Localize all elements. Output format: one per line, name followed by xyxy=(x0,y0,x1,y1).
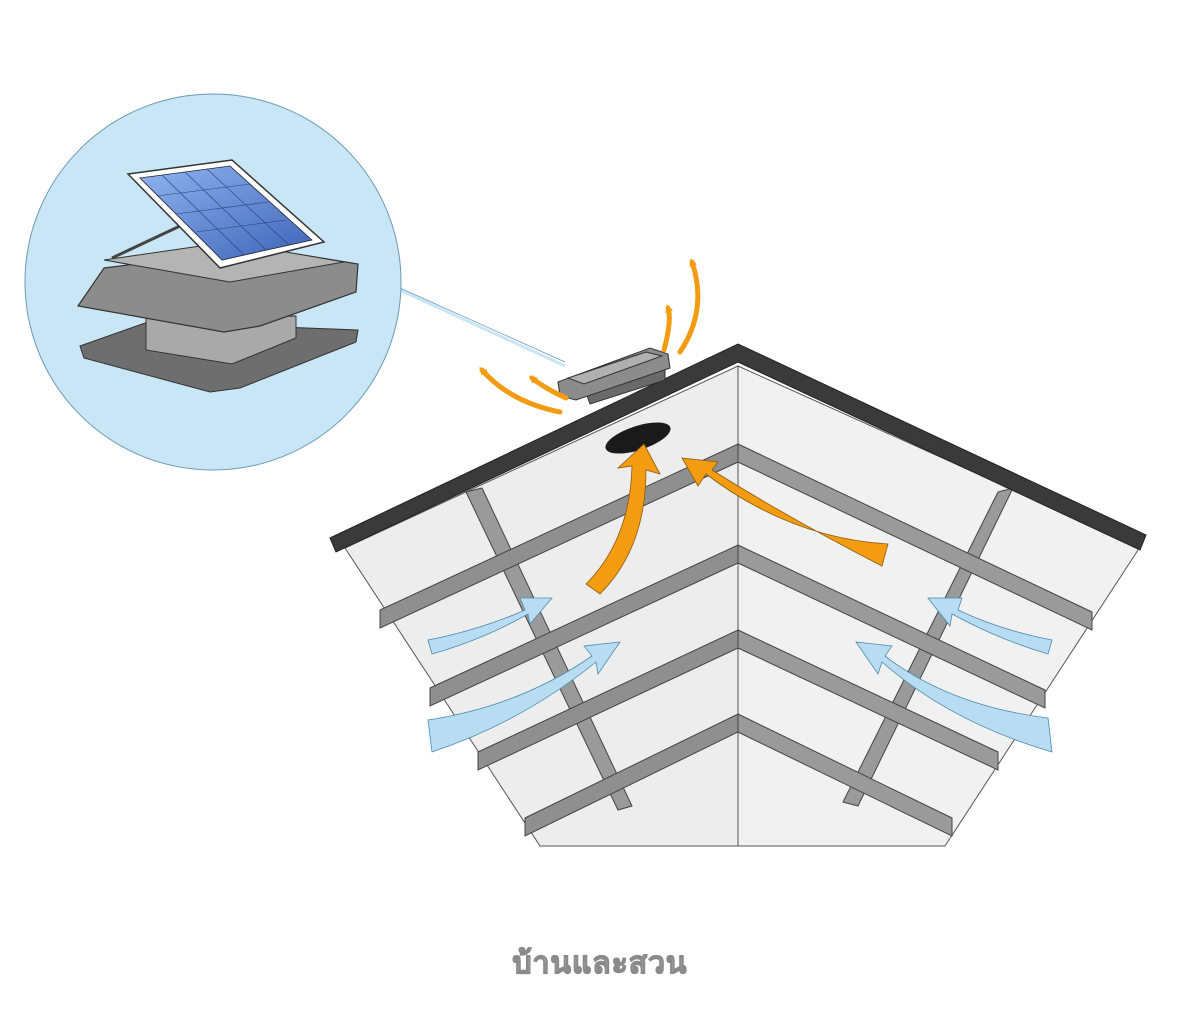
cool-air-arrows xyxy=(427,597,1053,753)
vent-opening xyxy=(605,422,671,454)
panel-arm xyxy=(111,224,181,260)
purlin-right-3 xyxy=(737,629,999,771)
solar-panel-grid xyxy=(156,168,290,256)
cool-arrow-right-1 xyxy=(927,597,1053,655)
purlin-right-4 xyxy=(737,713,953,837)
hot-arrow-right xyxy=(681,457,889,567)
exhaust-arrows xyxy=(479,258,701,415)
callout-line xyxy=(399,288,566,368)
exhaust-arrow-3 xyxy=(661,304,674,353)
callout-line-outline xyxy=(399,287,566,363)
cool-arrow-left-2 xyxy=(427,641,621,753)
exhaust-arrow-2 xyxy=(528,375,569,401)
hot-air-arrows xyxy=(479,258,889,595)
cool-arrow-left-1 xyxy=(427,597,553,655)
roof-structure xyxy=(329,343,1147,847)
roof-edge xyxy=(329,343,1147,553)
exhaust-arrow-4 xyxy=(677,258,701,355)
hot-arrow-rising xyxy=(585,443,661,595)
exhaust-arrow-1 xyxy=(479,366,563,415)
purlin-right-1 xyxy=(737,443,1093,631)
solar-panel xyxy=(139,165,313,261)
watermark-logo: บ้านและสวน xyxy=(512,945,688,981)
purlin-right-2 xyxy=(737,544,1046,709)
roof-ventilator xyxy=(557,347,671,405)
inset-detail xyxy=(24,93,402,471)
cool-arrow-right-2 xyxy=(855,641,1053,753)
